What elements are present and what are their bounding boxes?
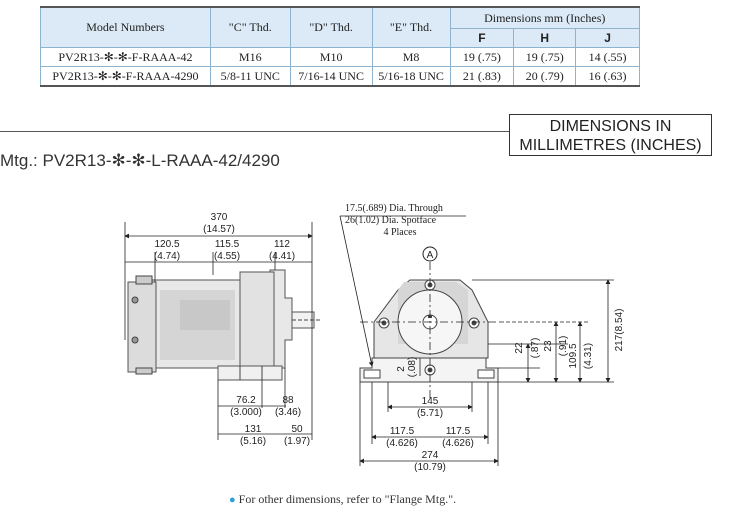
- datum-a-label: A: [427, 250, 434, 261]
- dim-145-in: (5.71): [417, 408, 443, 419]
- dim-117-5-left: 117.5: [390, 426, 415, 437]
- cell-j: 14 (.55): [575, 47, 640, 67]
- cell-c: 5/8-11 UNC: [209, 66, 291, 87]
- dim-109-5: 109.5: [568, 343, 579, 368]
- dim-115-5-in: (4.55): [214, 251, 240, 262]
- callout-line-1: 17.5(.689) Dia. Through: [345, 203, 443, 214]
- dim-131: 131: [245, 424, 262, 435]
- dim-120-5: 120.5: [154, 239, 179, 250]
- section-divider: [0, 131, 512, 132]
- header-model-numbers: Model Numbers: [40, 6, 211, 48]
- front-view-dimension-lines: [339, 215, 614, 466]
- footnote-text: For other dimensions, refer to "Flange M…: [238, 492, 457, 506]
- cell-f: 19 (.75): [449, 47, 515, 67]
- cell-e: 5/16-18 UNC: [371, 66, 451, 87]
- dim-117-5-right-in: (4.626): [442, 438, 474, 449]
- cell-h: 20 (.79): [513, 66, 577, 87]
- cell-h: 19 (.75): [513, 47, 577, 67]
- dim-115-5: 115.5: [215, 239, 240, 250]
- dim-overall-length: 370: [211, 212, 228, 223]
- units-line-1: DIMENSIONS IN: [549, 118, 672, 135]
- cell-c: M16: [209, 47, 291, 67]
- dim-88-in: (3.46): [275, 407, 301, 418]
- bullet-icon: ●: [229, 494, 236, 506]
- dim-22-in: (.87): [530, 338, 541, 359]
- cell-j: 16 (.63): [575, 66, 640, 87]
- dim-76-2-in: (3.000): [230, 407, 262, 418]
- dim-274: 274: [422, 450, 439, 461]
- dim-274-in: (10.79): [414, 462, 446, 473]
- footnote: ●For other dimensions, refer to "Flange …: [229, 492, 456, 507]
- datum-a-marker: [422, 246, 438, 262]
- dim-109-5-in: (4.31): [583, 343, 594, 369]
- cell-f: 21 (.83): [449, 66, 515, 87]
- header-e-thread: "E" Thd.: [371, 6, 451, 48]
- dim-112: 112: [274, 239, 290, 250]
- cell-model: PV2R13-✻-✻-F-RAAA-42: [40, 47, 211, 67]
- units-box: DIMENSIONS IN MILLIMETRES (INCHES): [509, 114, 712, 156]
- dim-50-in: (1.97): [284, 436, 310, 447]
- header-j: J: [575, 28, 640, 48]
- dimensions-table: Model Numbers "C" Thd. "D" Thd. "E" Thd.…: [40, 6, 640, 87]
- side-view-dimension-lines: [124, 222, 313, 440]
- callout-line-2: 26(1.02) Dia. Spotface: [345, 215, 437, 226]
- dim-2: 2: [396, 366, 407, 372]
- cell-model: PV2R13-✻-✻-F-RAAA-4290: [40, 66, 211, 87]
- dim-88: 88: [282, 395, 294, 406]
- table-row: PV2R13-✻-✻-F-RAAA-4290 5/8-11 UNC 7/16-1…: [40, 66, 640, 87]
- dim-131-in: (5.16): [240, 436, 266, 447]
- side-view-pump: [127, 269, 320, 381]
- mounting-title: Mtg.: PV2R13-✻-✻-L-RAAA-42/4290: [0, 151, 280, 170]
- dim-overall-length-in: (14.57): [203, 224, 235, 235]
- header-dimensions: Dimensions mm (Inches): [449, 6, 640, 29]
- dim-22: 22: [514, 342, 525, 354]
- dim-112-in: (4.41): [269, 251, 295, 262]
- units-line-2: MILLIMETRES (INCHES): [519, 137, 702, 154]
- dim-50: 50: [291, 424, 303, 435]
- dim-217: 217(8.54): [614, 309, 625, 352]
- table-row: PV2R13-✻-✻-F-RAAA-42 M16 M10 M8 19 (.75)…: [40, 47, 640, 67]
- dim-117-5-left-in: (4.626): [386, 438, 418, 449]
- dim-145: 145: [422, 396, 439, 407]
- header-h: H: [513, 28, 577, 48]
- dim-117-5-right: 117.5: [446, 426, 471, 437]
- dim-76-2: 76.2: [236, 395, 256, 406]
- front-view-pump: [359, 279, 499, 383]
- dim-23: 23: [543, 340, 554, 352]
- cell-d: M10: [289, 47, 373, 67]
- dim-120-5-in: (4.74): [154, 251, 180, 262]
- dim-23-in: (.91): [558, 336, 569, 357]
- dim-2-in: (.08): [407, 357, 418, 378]
- cell-d: 7/16-14 UNC: [289, 66, 373, 87]
- cell-e: M8: [371, 47, 451, 67]
- callout-line-3: 4 Places: [383, 227, 416, 238]
